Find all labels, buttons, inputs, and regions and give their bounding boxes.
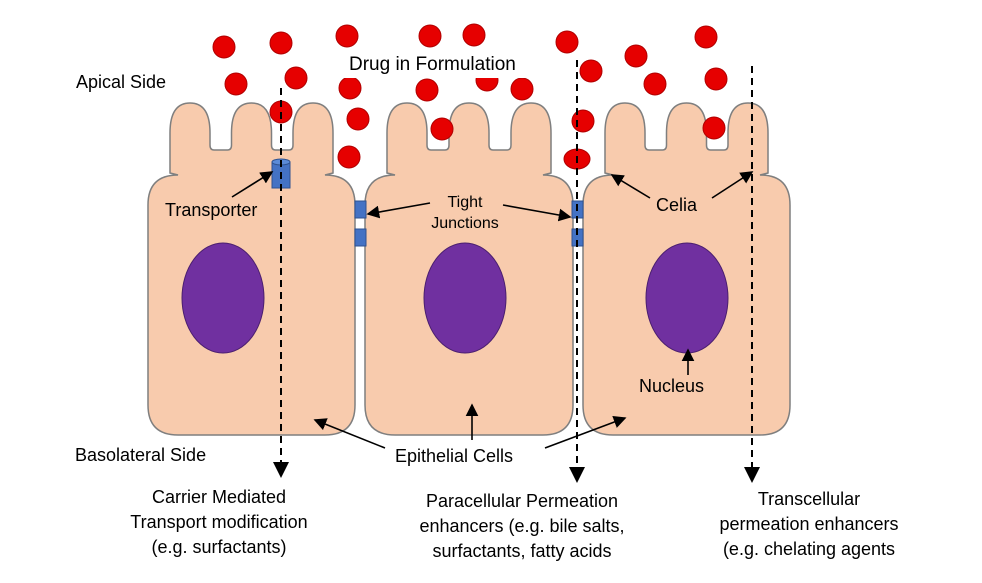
pathway-text-line: surfactants, fatty acids: [432, 541, 611, 561]
pathway-text-line: Transcellular: [758, 489, 860, 509]
drug-particle: [571, 109, 595, 133]
drug-particle: [694, 25, 718, 49]
drug-particle: [510, 77, 534, 101]
drug-in-formulation-label: Drug in Formulation: [349, 54, 516, 75]
drug-particle: [335, 24, 359, 48]
apical-side-label: Apical Side: [76, 72, 166, 92]
nucleus: [423, 242, 507, 354]
pathway-carrier-mediated: Carrier Mediated Transport modification …: [130, 487, 307, 557]
annotation-arrows: [231, 171, 754, 449]
drug-particle: [643, 72, 667, 96]
pathway-text-line: Transport modification: [130, 512, 307, 532]
pathway-text-line: enhancers (e.g. bile salts,: [419, 516, 624, 536]
tight-junctions-label-line2: Junctions: [431, 215, 499, 232]
transporter-label: Transporter: [165, 200, 257, 220]
drug-particle: [704, 67, 728, 91]
drug-particle: [418, 24, 442, 48]
drug-particle: [269, 31, 293, 55]
drug-particle: [555, 30, 579, 54]
celia-label: Celia: [656, 195, 698, 215]
pathway-text-line: permeation enhancers: [719, 514, 898, 534]
drug-particle: [338, 76, 362, 100]
pathway-paracellular: Paracellular Permeation enhancers (e.g. …: [419, 491, 624, 561]
pathway-text-line: Paracellular Permeation: [426, 491, 618, 511]
nucleus-label: Nucleus: [639, 376, 704, 396]
tight-junctions-label-line1: Tight: [448, 194, 484, 211]
tight-junction: [354, 200, 367, 219]
basolateral-side-label: Basolateral Side: [75, 445, 206, 465]
tight-junction: [354, 228, 367, 247]
pathway-text-line: (e.g. chelating agents: [723, 539, 895, 559]
pathway-transcellular: Transcellular permeation enhancers (e.g.…: [719, 489, 898, 559]
drug-particle: [337, 145, 361, 169]
drug-particle: [624, 44, 648, 68]
drug-particle: [579, 59, 603, 83]
drug-particle: [284, 66, 308, 90]
drug-particle: [462, 23, 486, 47]
epithelial-cells-label: Epithelial Cells: [395, 446, 513, 466]
drug-particle: [430, 117, 454, 141]
drug-particle: [212, 35, 236, 59]
pathway-text-line: (e.g. surfactants): [151, 537, 286, 557]
pathway-text-line: Carrier Mediated: [152, 487, 286, 507]
drug-particle: [702, 116, 726, 140]
nucleus: [181, 242, 265, 354]
drug-particle: [346, 107, 370, 131]
drug-particle: [224, 72, 248, 96]
drug-particle: [415, 78, 439, 102]
nucleus: [645, 242, 729, 354]
